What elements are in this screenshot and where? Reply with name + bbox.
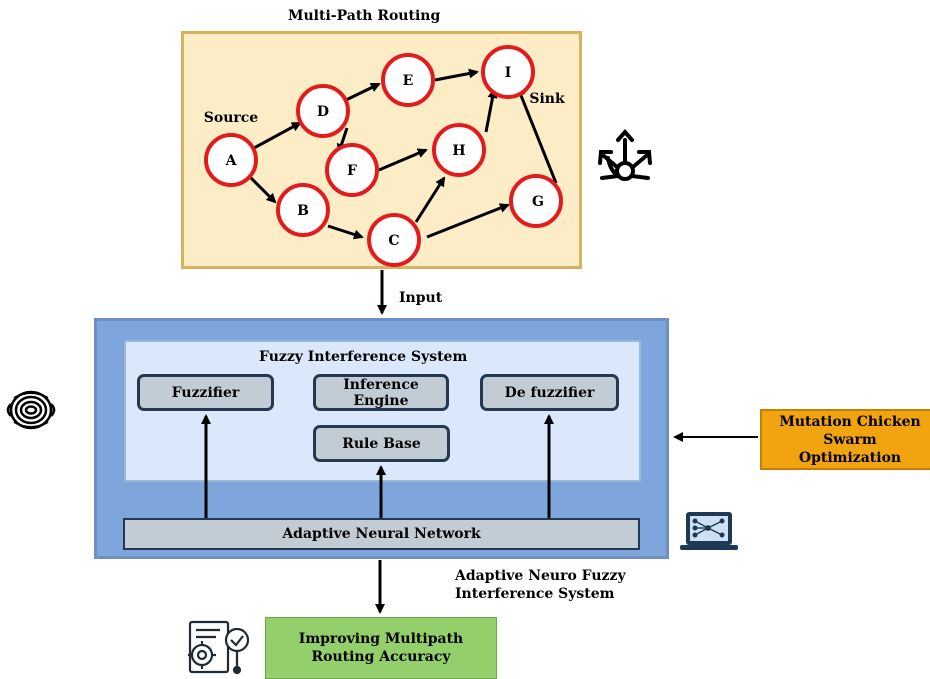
node-f bbox=[325, 143, 379, 197]
edge-c-h bbox=[414, 176, 446, 223]
sink-label: Sink bbox=[529, 91, 565, 107]
document-gear-check-icon bbox=[188, 620, 250, 675]
node-b-label: B bbox=[297, 203, 309, 219]
result-box: Improving Multipath Routing Accuracy bbox=[265, 617, 497, 679]
edge-h-i bbox=[484, 88, 498, 133]
inference-engine-box: Inference Engine bbox=[313, 374, 449, 411]
node-d-label: D bbox=[317, 104, 329, 120]
source-label: Source bbox=[204, 110, 259, 126]
edge-c-g bbox=[426, 203, 510, 239]
anfis-label: Adaptive Neuro Fuzzy Interference System bbox=[455, 568, 626, 602]
node-f-label: F bbox=[347, 163, 357, 179]
node-d bbox=[296, 84, 350, 138]
edge-b-c bbox=[327, 224, 364, 240]
node-h bbox=[432, 123, 486, 177]
routing-title: Multi-Path Routing bbox=[288, 8, 441, 24]
mcso-box: Mutation Chicken Swarm Optimization bbox=[760, 409, 930, 470]
fuzzifier-box: Fuzzifier bbox=[137, 374, 274, 411]
node-h-label: H bbox=[452, 143, 465, 159]
node-b bbox=[276, 183, 330, 237]
node-a bbox=[204, 133, 258, 187]
fis-title: Fuzzy Interference System bbox=[259, 349, 468, 365]
adaptive-neural-network-bar: Adaptive Neural Network bbox=[123, 518, 640, 550]
edge-a-b bbox=[248, 175, 277, 204]
node-g-label: G bbox=[532, 194, 544, 210]
node-g bbox=[509, 174, 563, 228]
node-c-label: C bbox=[388, 233, 399, 249]
edge-d-e bbox=[345, 82, 381, 102]
node-a-label: A bbox=[225, 153, 238, 169]
node-i-label: I bbox=[505, 65, 512, 81]
edge-e-i bbox=[434, 68, 479, 82]
edge-a-d bbox=[253, 121, 302, 150]
input-label: Input bbox=[399, 290, 443, 306]
node-e-label: E bbox=[403, 73, 414, 89]
laptop-neural-icon bbox=[680, 512, 738, 550]
node-i bbox=[481, 45, 535, 99]
network-share-icon bbox=[598, 128, 652, 181]
fingerprint-icon bbox=[6, 390, 56, 430]
edge-f-h bbox=[378, 148, 428, 172]
rule-base-box: Rule Base bbox=[313, 425, 450, 462]
node-c bbox=[367, 213, 421, 267]
node-e bbox=[381, 53, 435, 107]
defuzzifier-box: De fuzzifier bbox=[480, 374, 619, 411]
edge-g-i bbox=[516, 86, 558, 184]
